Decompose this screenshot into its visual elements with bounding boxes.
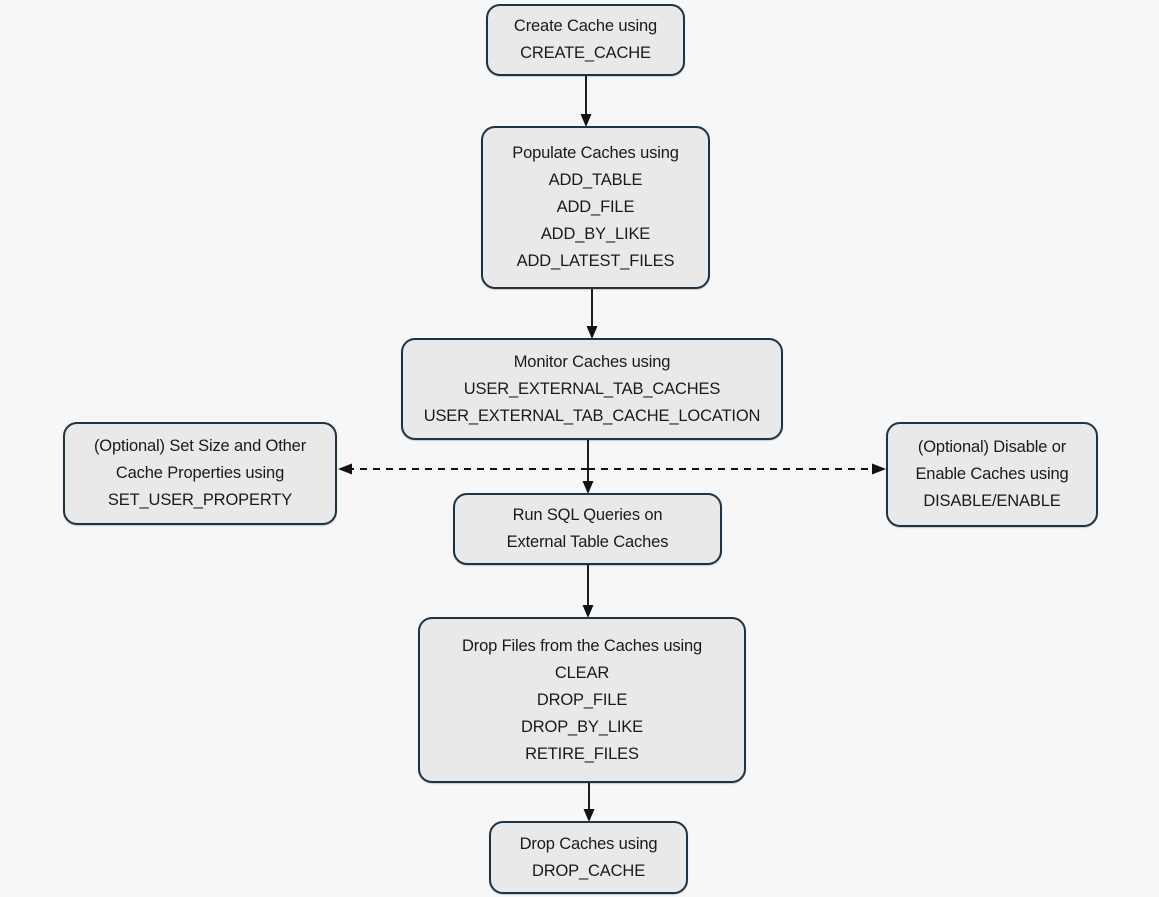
node-monitor-caches-line-2: USER_EXTERNAL_TAB_CACHE_LOCATION (423, 406, 761, 425)
node-monitor-caches[interactable]: Monitor Caches using USER_EXTERNAL_TAB_C… (401, 338, 783, 440)
node-drop-files-from-caches-line-2: DROP_FILE (536, 690, 628, 709)
node-drop-files-from-caches-line-3: DROP_BY_LIKE (520, 717, 643, 736)
node-optional-disable-enable-caches-line-2: DISABLE/ENABLE (923, 492, 1061, 510)
node-run-sql-queries-line-0: Run SQL Queries on (512, 506, 663, 524)
node-optional-set-cache-properties-line-0: (Optional) Set Size and Other (93, 437, 307, 455)
node-populate-caches-line-0: Populate Caches using (512, 144, 679, 162)
node-populate-caches-line-3: ADD_BY_LIKE (540, 225, 651, 243)
connector-monitor-to-optional-right (588, 463, 886, 475)
node-populate-caches-line-4: ADD_LATEST_FILES (516, 252, 675, 270)
node-create-cache-line-1: CREATE_CACHE (520, 44, 651, 62)
connector-create-to-populate (580, 76, 592, 127)
connector-dropfiles-to-dropcaches (583, 783, 595, 822)
connector-monitor-to-optional-left (338, 463, 588, 475)
node-optional-set-cache-properties[interactable]: (Optional) Set Size and Other Cache Prop… (63, 422, 337, 525)
node-monitor-caches-line-1: USER_EXTERNAL_TAB_CACHES (463, 379, 721, 398)
connector-runsql-to-dropfiles (582, 565, 594, 618)
node-optional-disable-enable-caches[interactable]: (Optional) Disable or Enable Caches usin… (886, 422, 1098, 527)
node-create-cache-line-0: Create Cache using (513, 17, 658, 35)
node-optional-set-cache-properties-line-2: SET_USER_PROPERTY (107, 491, 293, 509)
node-optional-disable-enable-caches-line-0: (Optional) Disable or (917, 438, 1067, 456)
node-monitor-caches-line-0: Monitor Caches using (513, 352, 671, 371)
node-populate-caches-line-2: ADD_FILE (556, 198, 635, 216)
node-optional-disable-enable-caches-line-1: Enable Caches using (915, 465, 1069, 483)
node-drop-files-from-caches[interactable]: Drop Files from the Caches using CLEAR D… (418, 617, 746, 783)
node-populate-caches[interactable]: Populate Caches using ADD_TABLE ADD_FILE… (481, 126, 710, 289)
node-drop-caches[interactable]: Drop Caches using DROP_CACHE (489, 821, 688, 894)
node-drop-caches-line-0: Drop Caches using (519, 834, 658, 853)
node-drop-files-from-caches-line-1: CLEAR (554, 663, 610, 682)
node-create-cache[interactable]: Create Cache using CREATE_CACHE (486, 4, 685, 76)
node-run-sql-queries[interactable]: Run SQL Queries on External Table Caches (453, 493, 722, 565)
connector-monitor-to-runsql (582, 440, 594, 494)
node-drop-files-from-caches-line-0: Drop Files from the Caches using (461, 636, 703, 655)
node-drop-caches-line-1: DROP_CACHE (531, 861, 646, 880)
connector-populate-to-monitor (586, 289, 598, 339)
node-populate-caches-line-1: ADD_TABLE (548, 171, 643, 189)
node-drop-files-from-caches-line-4: RETIRE_FILES (525, 744, 639, 763)
node-run-sql-queries-line-1: External Table Caches (506, 533, 669, 551)
node-optional-set-cache-properties-line-1: Cache Properties using (115, 464, 285, 482)
